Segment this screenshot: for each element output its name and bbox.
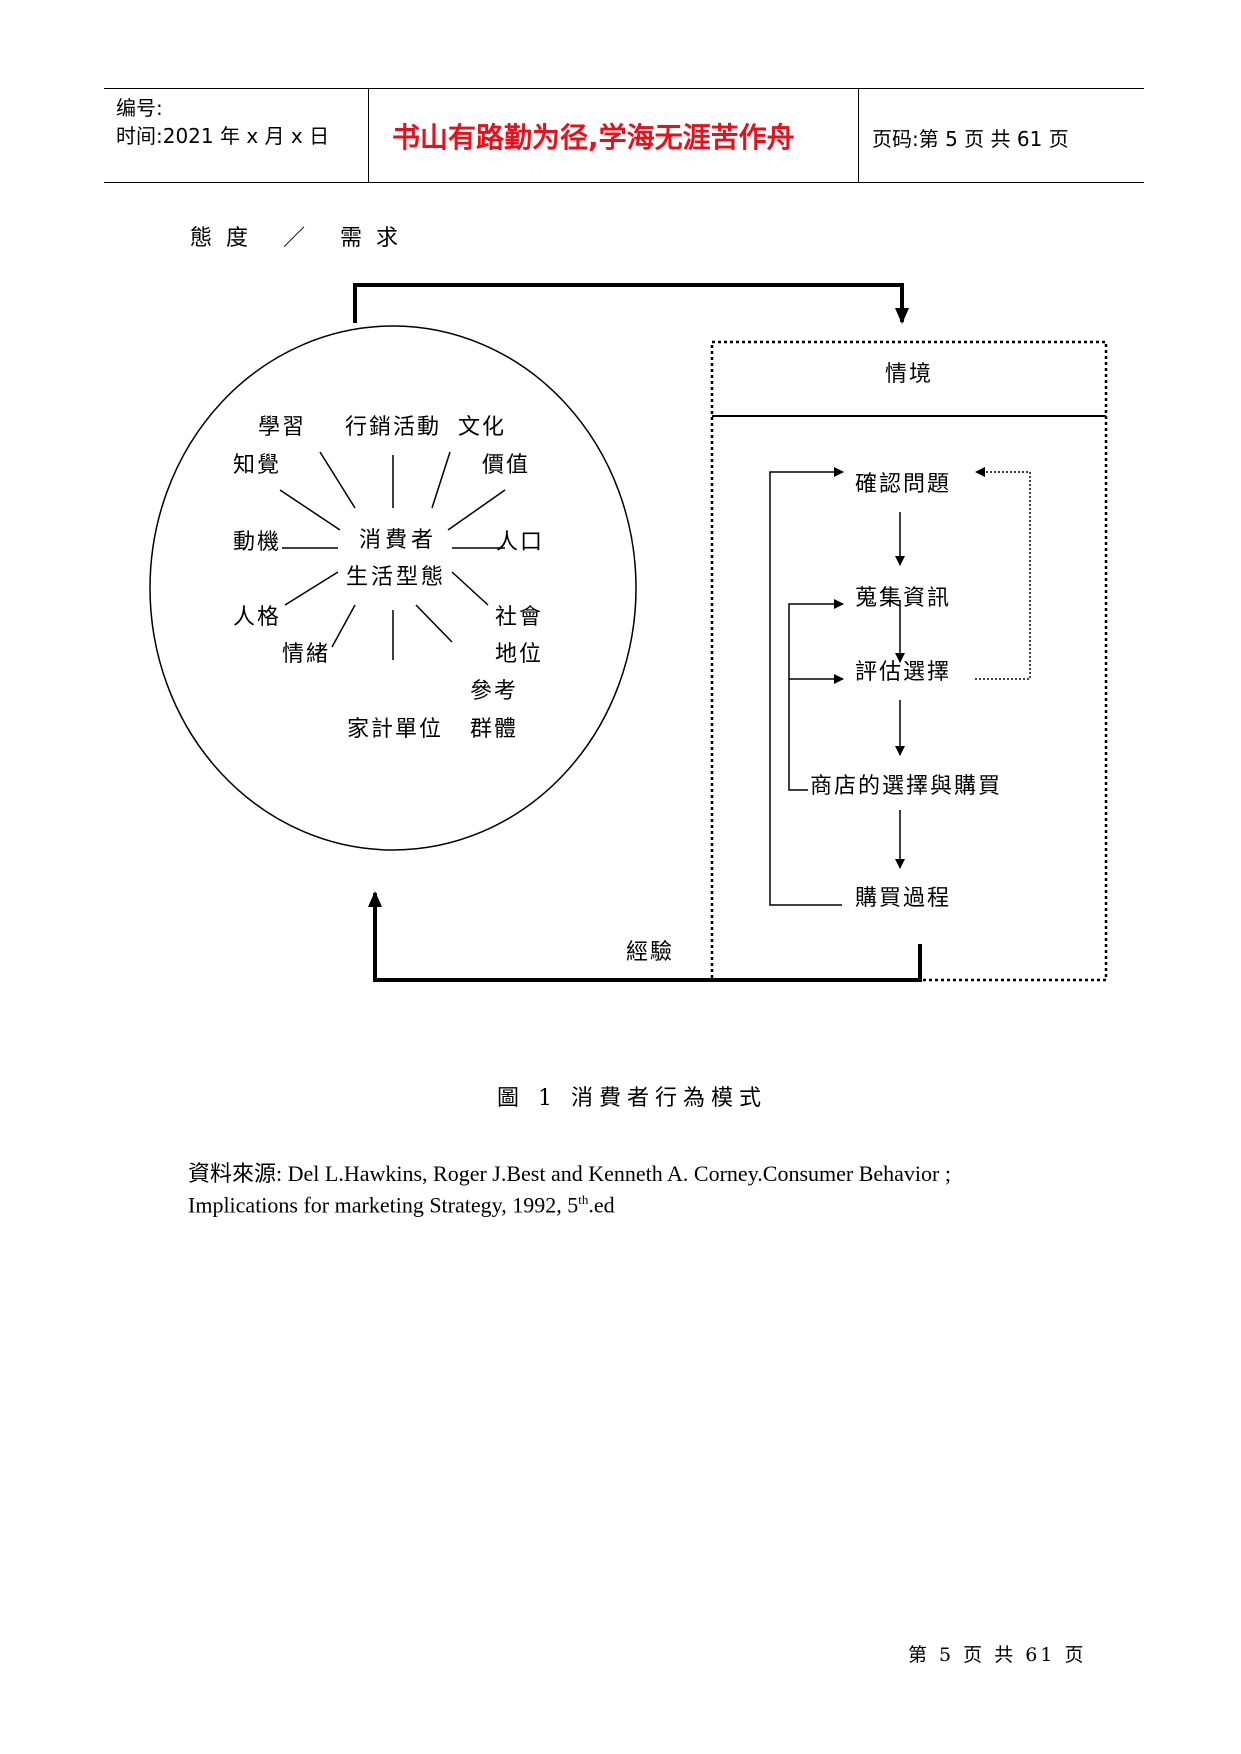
source-line-1: 資料來源: Del L.Hawkins, Roger J.Best and Ke… [188, 1161, 951, 1186]
center-line-1: 消費者 [359, 528, 438, 553]
factor-learning: 學習 [258, 415, 307, 440]
header-slogan: 书山有路勤为径,学海无涯苦作舟 [392, 121, 795, 154]
lifestyle-circle [149, 325, 637, 851]
step-evaluate-alternatives: 評估選擇 [855, 660, 952, 685]
header-number: 编号: [116, 96, 163, 120]
factor-household: 家計單位 [347, 717, 444, 742]
header-bottom-rule [104, 182, 1144, 183]
factor-perception: 知覺 [233, 453, 282, 478]
header-divider-1 [368, 88, 369, 182]
outer-feedback-loop [769, 467, 844, 906]
experience-arrow [368, 891, 922, 982]
header-divider-2 [858, 88, 859, 182]
page-footer: 第 5 页 共 61 页 [908, 1644, 1087, 1666]
factor-marketing: 行銷活動 [345, 415, 442, 440]
factor-reference-2: 群體 [470, 717, 519, 742]
header-page-info: 页码:第 5 页 共 61 页 [872, 127, 1069, 151]
situation-label: 情境 [885, 362, 934, 387]
factor-motivation: 動機 [233, 530, 282, 555]
radial-lines [279, 451, 506, 660]
source-line-2-suffix: .ed [588, 1192, 615, 1218]
factor-social-1: 社會 [495, 605, 544, 630]
factor-personality: 人格 [233, 605, 282, 630]
dotted-return-arrow [975, 467, 1031, 680]
top-arrow [353, 283, 909, 324]
experience-label: 經驗 [626, 940, 675, 965]
source-line-2: Implications for marketing Strategy, 199… [188, 1192, 615, 1218]
step-recognize-problem: 確認問題 [855, 472, 952, 497]
center-line-2: 生活型態 [346, 565, 447, 590]
header-time: 时间:2021 年 x 月 x 日 [116, 124, 330, 148]
top-label: 態度 ／ 需求 [190, 226, 412, 251]
figure-caption: 圖 1 消費者行為模式 [497, 1086, 767, 1111]
factor-values: 價值 [482, 453, 531, 478]
source-line-2-text: Implications for marketing Strategy, 199… [188, 1192, 579, 1218]
factor-population: 人口 [496, 530, 545, 555]
step-store-choice-purchase: 商店的選擇與購買 [810, 774, 1003, 799]
page-header: 编号: 时间:2021 年 x 月 x 日 书山有路勤为径,学海无涯苦作舟 页码… [104, 88, 1144, 183]
step-gather-information: 蒐集資訊 [855, 586, 952, 611]
factor-social-2: 地位 [495, 642, 544, 667]
source-superscript: th [578, 1192, 589, 1207]
step-purchase-process: 購買過程 [855, 886, 952, 911]
factor-culture: 文化 [458, 415, 507, 440]
header-top-rule [104, 88, 1144, 89]
factor-reference-1: 參考 [470, 679, 519, 704]
factor-emotion: 情緒 [282, 642, 331, 667]
inner-feedback-loop-1 [788, 599, 844, 791]
